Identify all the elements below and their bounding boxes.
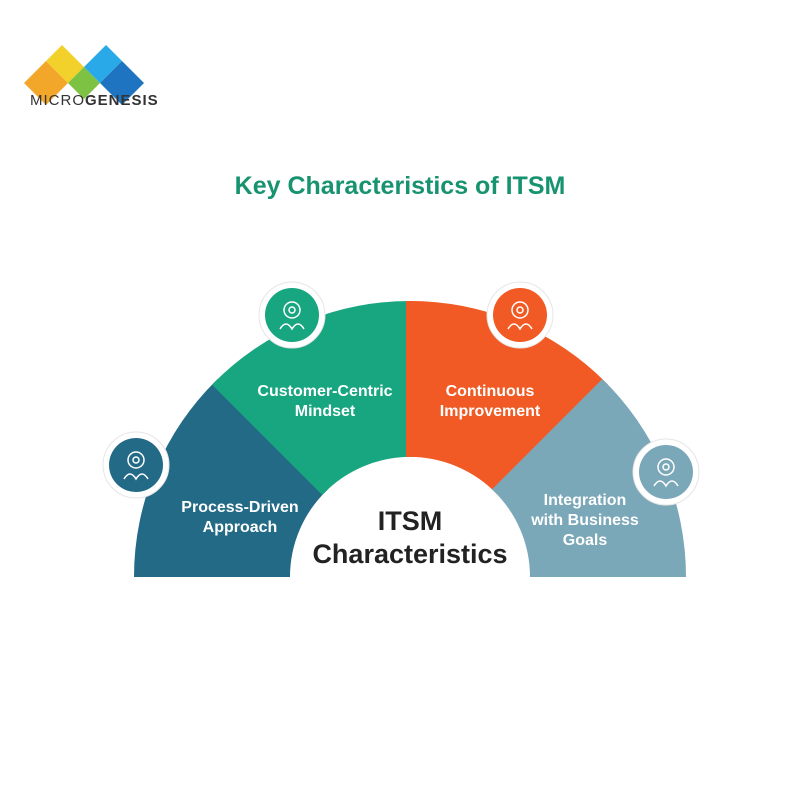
segment-label: Process-Driven <box>181 499 298 516</box>
segment-label: Improvement <box>440 403 541 420</box>
target-customers-icon <box>258 281 326 349</box>
segment-label: Continuous <box>446 383 535 400</box>
page-title: Key Characteristics of ITSM <box>234 172 566 200</box>
microgenesis-logo-icon <box>24 45 144 105</box>
center-label-line1: ITSM <box>378 506 443 536</box>
segment-label: Integration <box>544 492 627 509</box>
segment-label: with Business <box>530 512 639 529</box>
segment-3 <box>406 300 608 495</box>
segment-2 <box>212 300 414 495</box>
segment-label: Customer-Centric <box>257 383 392 400</box>
logo-text: MICROGENESIS <box>30 92 159 109</box>
process-workflow-icon <box>102 431 170 499</box>
center-label-line2: Characteristics <box>312 539 507 569</box>
segment-1 <box>134 379 328 577</box>
segment-4 <box>492 379 686 577</box>
segment-label: Goals <box>563 532 608 549</box>
segment-label: Approach <box>203 519 278 536</box>
segment-label: Mindset <box>295 403 356 420</box>
improvement-cycle-icon <box>486 281 554 349</box>
target-growth-chart-icon <box>632 438 700 506</box>
